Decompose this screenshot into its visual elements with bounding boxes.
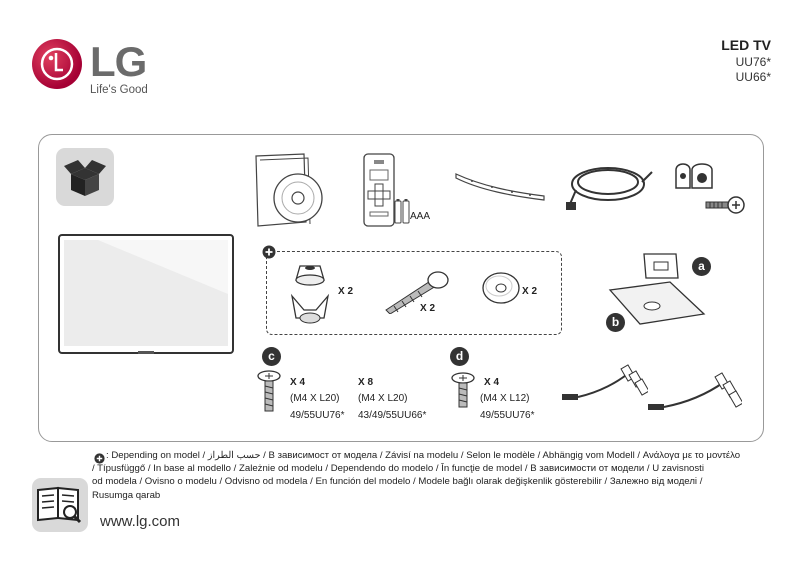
wing-nut-icon — [288, 292, 332, 333]
screw-quantity: X 4 — [484, 377, 500, 388]
stand-label-a: a — [692, 257, 711, 276]
model-number: UU76* — [735, 55, 771, 69]
remote-control-icon — [362, 152, 398, 233]
quantity-label: X 2 — [420, 303, 436, 314]
plus-circle-icon — [262, 245, 276, 264]
screw-icon — [450, 372, 476, 417]
lg-logo-icon — [32, 39, 82, 89]
optional-parts-group — [266, 251, 562, 335]
quantity-label: X 2 — [338, 286, 354, 297]
screw-size: (M4 X L20) — [358, 393, 408, 404]
screw-quantity: X 8 — [358, 377, 374, 388]
note-line: Rusumga qarab — [92, 489, 161, 501]
screw-group-d-badge: d — [450, 347, 469, 366]
cable-holder-icon — [452, 168, 548, 209]
owners-manual-cd-icon — [254, 152, 326, 233]
av-cable-icon — [560, 362, 650, 409]
bolt-icon — [378, 268, 450, 319]
screw-size: (M4 X L20) — [290, 393, 340, 404]
nut-icon — [290, 260, 330, 295]
cable-clamp-icon — [672, 158, 722, 205]
website-link[interactable]: www.lg.com — [100, 513, 181, 530]
screw-models: 49/55UU76* — [290, 410, 345, 421]
accessories-panel — [38, 134, 764, 442]
screw-size: (M4 X L12) — [480, 393, 530, 404]
washer-icon — [480, 270, 522, 311]
av-cable-icon — [646, 370, 744, 421]
note-line: / Típusfüggő / In base al modello / Zale… — [92, 463, 704, 475]
stand-label-b: b — [606, 313, 625, 332]
product-title: LED TV — [721, 37, 771, 53]
power-cord-icon — [566, 160, 656, 217]
screw-quantity: X 4 — [290, 377, 306, 388]
battery-label: AAA — [410, 211, 431, 222]
brand-tagline: Life's Good — [90, 84, 148, 96]
tv-illustration-icon — [58, 234, 236, 363]
quantity-label: X 2 — [522, 286, 538, 297]
model-number: UU66* — [735, 70, 771, 84]
screw-icon — [704, 194, 746, 221]
battery-icon — [394, 198, 410, 229]
screw-models: 49/55UU76* — [480, 410, 535, 421]
note-line: : Depending on model / حسب الطراز / В за… — [106, 450, 741, 461]
depending-on-model-note: : Depending on model / حسب الطراز / В за… — [92, 449, 754, 502]
screw-group-c-badge: c — [262, 347, 281, 366]
package-box-icon — [56, 148, 114, 206]
stand-icon — [600, 248, 710, 337]
note-line: od modela / Ovisno o modelu / Odvisno od… — [92, 476, 703, 488]
brand-logo-text: LG — [90, 38, 147, 85]
screw-icon — [256, 370, 282, 419]
plus-circle-icon — [94, 451, 105, 469]
screw-models: 43/49/55UU66* — [358, 410, 427, 421]
manual-book-icon — [32, 478, 88, 532]
